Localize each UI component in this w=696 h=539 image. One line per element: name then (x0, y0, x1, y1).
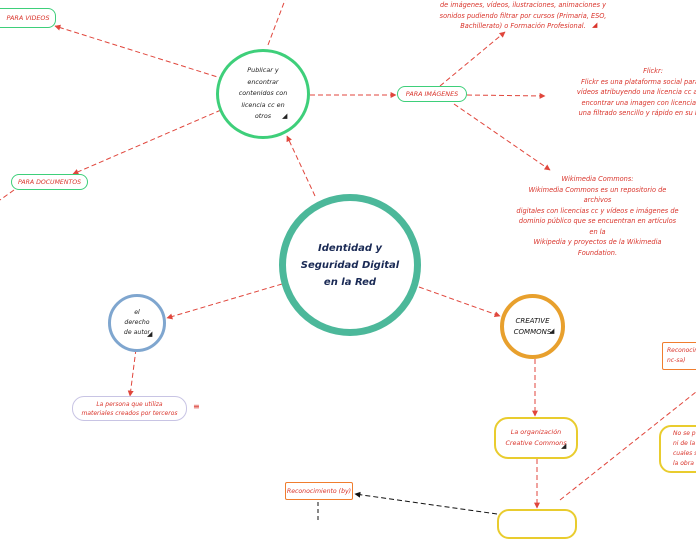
derecho-collapse-icon[interactable]: ◢ (147, 330, 153, 338)
reconocimiento-nc-node[interactable]: Reconocim nc-sa) (662, 342, 696, 370)
para-documentos-node[interactable]: PARA DOCUMENTOS (11, 174, 88, 190)
edge-bottom-reconocimiento (354, 491, 498, 515)
edge-imagenes-top (439, 31, 506, 87)
publicar-label: Publicar y encontrar contenidos con lice… (238, 66, 288, 121)
reconocimiento-by-label: Reconocimiento (by) (286, 487, 352, 495)
para-imagenes-node[interactable]: PARA IMÁGENES (397, 86, 467, 102)
organizacion-collapse-icon[interactable]: ◢ (561, 442, 567, 450)
note-top-text: de imágenes, vídeos, ilustraciones, anim… (439, 1, 607, 30)
persona-label: La persona que utiliza materiales creado… (81, 400, 178, 417)
organizacion-node[interactable]: La organización Creative Commons (494, 417, 578, 459)
para-documentos-label: PARA DOCUMENTOS (17, 178, 82, 186)
edge-documentos-left (0, 189, 15, 201)
central-node[interactable]: Identidad y Seguridad Digital en la Red (279, 194, 421, 336)
reconocimiento-nc-label: Reconocim nc-sa) (667, 347, 696, 364)
notes-icon[interactable]: ≡ (193, 402, 200, 411)
edge-central-publicar (286, 135, 316, 197)
edge-imagenes-wikimedia (453, 103, 551, 171)
edge-central-derecho (166, 283, 283, 320)
creative-commons-node[interactable]: CREATIVE COMMONS (500, 294, 565, 359)
edge-imagenes-flickr (466, 92, 546, 99)
para-imagenes-label: PARA IMÁGENES (405, 90, 459, 98)
derecho-autor-label: el derecho de autor (123, 309, 151, 336)
note-wikimedia-text: Wikimedia Commons: Wikimedia Commons es … (516, 175, 679, 257)
edge-derecho-persona (127, 348, 137, 397)
creative-collapse-icon[interactable]: ◢ (549, 327, 555, 335)
derecho-autor-node[interactable]: el derecho de autor (108, 294, 166, 352)
organizacion-label: La organización Creative Commons (505, 428, 567, 447)
central-label: Identidad y Seguridad Digital en la Red (300, 242, 400, 288)
connector-lines (0, 0, 696, 520)
note-top-collapse-icon[interactable]: ◢ (592, 21, 598, 29)
edge-publicar-documentos (72, 109, 222, 175)
publicar-node[interactable]: Publicar y encontrar contenidos con lice… (216, 49, 310, 139)
note-flickr-text: Flickr: Flickr es una plataforma social … (576, 67, 696, 117)
publicar-collapse-icon[interactable]: ◢ (282, 112, 288, 120)
para-videos-label: PARA VIDEOS (6, 14, 50, 22)
persona-node[interactable]: La persona que utiliza materiales creado… (72, 396, 187, 421)
edge-publicar-top (267, 0, 286, 46)
edge-central-creative (418, 286, 501, 318)
para-videos-node[interactable]: PARA VIDEOS (0, 8, 56, 28)
reconocimiento-by-node[interactable]: Reconocimiento (by) (285, 482, 353, 500)
edge-publicar-videos (54, 24, 225, 80)
no-se-label: No se p ni de la cuales s la obra (673, 430, 696, 467)
no-se-node[interactable]: No se p ni de la cuales s la obra (659, 425, 696, 473)
bottom-partial-node[interactable] (497, 509, 577, 539)
creative-commons-label: CREATIVE COMMONS (513, 316, 552, 336)
edge-bottom-right (559, 391, 696, 501)
